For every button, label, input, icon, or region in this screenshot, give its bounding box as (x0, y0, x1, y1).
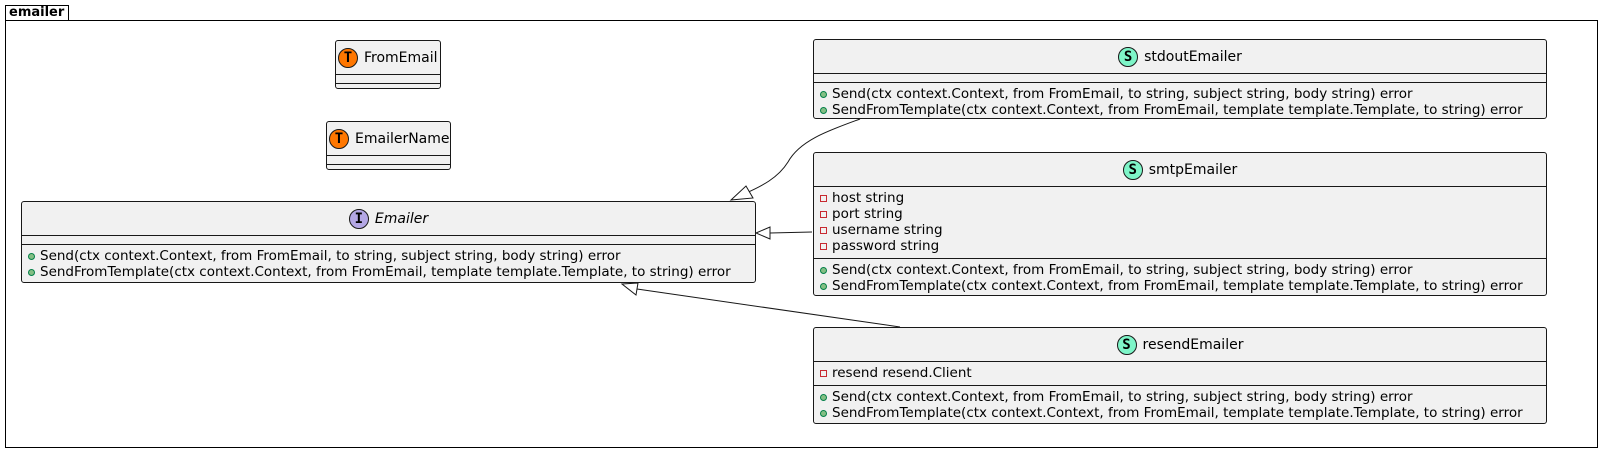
struct-resend-emailer[interactable]: S resendEmailer resend resend.Client Sen… (813, 327, 1547, 424)
edge-stdout-arrowhead (729, 185, 754, 201)
class-from-email[interactable]: T FromEmail (335, 40, 441, 89)
field-row: resend resend.Client (814, 365, 1546, 381)
public-visibility-icon (820, 106, 827, 114)
struct-stereotype-icon: S (1118, 46, 1139, 67)
edge-smtp-to-emailer (769, 231, 813, 234)
field-row: username string (814, 222, 1546, 238)
class-name: resendEmailer (1142, 336, 1244, 353)
class-name: FromEmail (364, 49, 438, 66)
type-stereotype-icon: T (338, 47, 358, 68)
method-row: Send(ctx context.Context, from FromEmail… (814, 389, 1546, 405)
public-visibility-icon (820, 409, 827, 417)
package-name: emailer (9, 5, 65, 20)
interface-stereotype-icon: I (348, 208, 369, 229)
method-row: SendFromTemplate(ctx context.Context, fr… (814, 102, 1546, 118)
public-visibility-icon (820, 90, 827, 98)
field-row: host string (814, 190, 1546, 206)
private-visibility-icon (820, 210, 827, 218)
private-visibility-icon (820, 369, 827, 377)
class-name: smtpEmailer (1148, 161, 1238, 178)
private-visibility-icon (820, 194, 827, 202)
edge-stdout-to-emailer (743, 118, 861, 195)
private-visibility-icon (820, 242, 827, 250)
struct-stereotype-icon: S (1116, 334, 1137, 355)
public-visibility-icon (28, 252, 35, 260)
interface-emailer[interactable]: I Emailer Send(ctx context.Context, from… (21, 201, 756, 283)
class-name: stdoutEmailer (1144, 48, 1242, 65)
package-tab: emailer (5, 5, 69, 20)
public-visibility-icon (28, 268, 35, 276)
method-row: SendFromTemplate(ctx context.Context, fr… (22, 264, 755, 280)
type-stereotype-icon: T (329, 128, 349, 149)
struct-smtp-emailer[interactable]: S smtpEmailer host string port string us… (813, 152, 1547, 296)
method-row: Send(ctx context.Context, from FromEmail… (22, 248, 755, 264)
public-visibility-icon (820, 266, 827, 274)
struct-stdout-emailer[interactable]: S stdoutEmailer Send(ctx context.Context… (813, 39, 1547, 119)
public-visibility-icon (820, 393, 827, 401)
field-row: port string (814, 206, 1546, 222)
method-row: Send(ctx context.Context, from FromEmail… (814, 262, 1546, 278)
method-row: SendFromTemplate(ctx context.Context, fr… (814, 405, 1546, 421)
public-visibility-icon (820, 282, 827, 290)
method-row: SendFromTemplate(ctx context.Context, fr… (814, 278, 1546, 294)
edge-resend-to-emailer (636, 288, 901, 328)
class-emailer-name[interactable]: T EmailerName (326, 121, 451, 170)
edge-resend-arrowhead (620, 282, 639, 296)
field-row: password string (814, 238, 1546, 254)
class-name: Emailer (374, 210, 429, 227)
class-name: EmailerName (355, 130, 450, 147)
edge-smtp-arrowhead (754, 226, 771, 240)
struct-stereotype-icon: S (1122, 159, 1143, 180)
private-visibility-icon (820, 226, 827, 234)
method-row: Send(ctx context.Context, from FromEmail… (814, 86, 1546, 102)
